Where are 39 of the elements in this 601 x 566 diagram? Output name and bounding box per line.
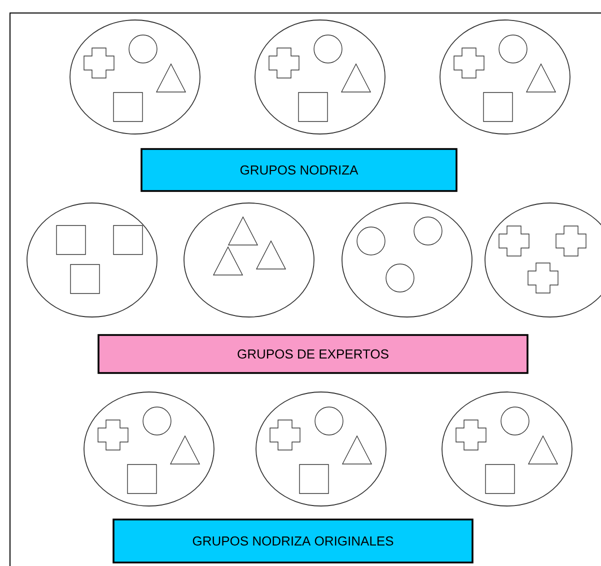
cross-shape bbox=[98, 420, 128, 450]
square-shape bbox=[56, 225, 86, 255]
cross-shape bbox=[268, 48, 300, 78]
label-banner: GRUPOS NODRIZA bbox=[140, 148, 458, 192]
cross-shape bbox=[528, 262, 558, 294]
ellipse bbox=[342, 202, 472, 318]
square-shape bbox=[485, 464, 515, 494]
square-shape bbox=[483, 92, 513, 122]
circle-shape bbox=[142, 406, 172, 436]
label-banner: GRUPOS DE EXPERTOS bbox=[98, 334, 528, 374]
square-shape bbox=[113, 92, 143, 122]
circle-shape bbox=[128, 34, 158, 64]
square-shape bbox=[299, 464, 329, 494]
ellipse bbox=[26, 202, 158, 318]
circle-shape bbox=[314, 406, 344, 436]
square-shape bbox=[127, 464, 157, 494]
cross-shape bbox=[498, 226, 530, 256]
cross-shape bbox=[454, 48, 484, 78]
square-shape bbox=[113, 225, 143, 255]
ellipse bbox=[254, 20, 386, 134]
ellipse bbox=[442, 392, 572, 506]
square-shape bbox=[298, 92, 328, 122]
circle-shape bbox=[500, 406, 530, 436]
ellipse bbox=[440, 20, 570, 134]
circle-shape bbox=[386, 264, 414, 292]
cross-shape bbox=[270, 420, 300, 450]
square-shape bbox=[70, 264, 100, 294]
cross-shape bbox=[456, 420, 486, 450]
cross-shape bbox=[84, 48, 114, 78]
circle-shape bbox=[314, 34, 342, 64]
ellipse bbox=[84, 392, 214, 506]
circle-shape bbox=[414, 216, 442, 246]
circle-shape bbox=[498, 34, 528, 64]
ellipse bbox=[184, 202, 314, 318]
label-banner: GRUPOS NODRIZA ORIGINALES bbox=[112, 518, 474, 564]
ellipse bbox=[256, 392, 386, 506]
cross-shape bbox=[556, 226, 586, 256]
circle-shape bbox=[356, 226, 386, 256]
ellipse bbox=[70, 20, 200, 134]
